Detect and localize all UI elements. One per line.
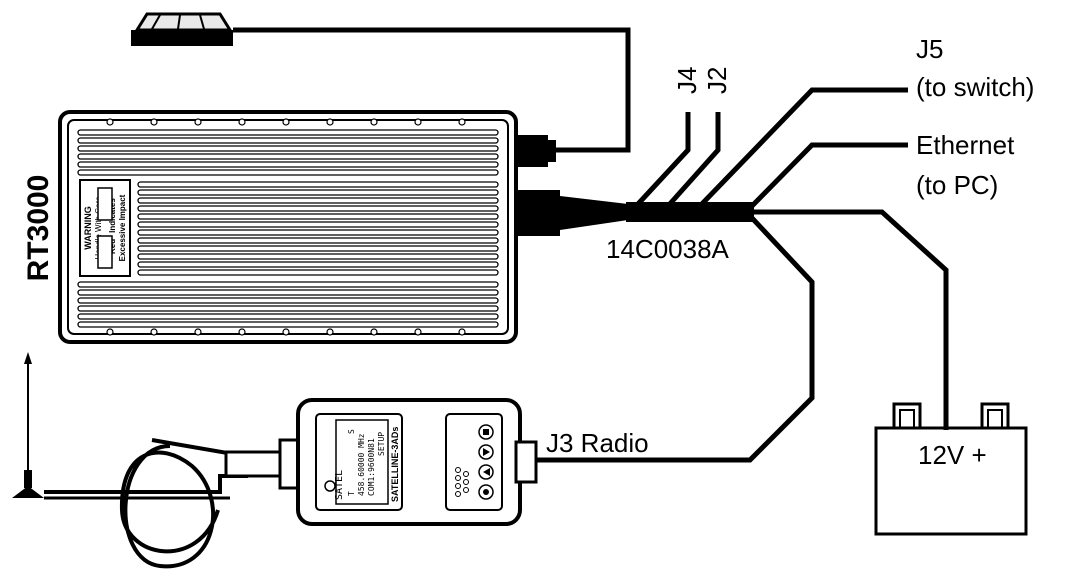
radio-antenna-cable — [43, 444, 248, 569]
radio-wire — [535, 216, 815, 463]
screw — [238, 118, 246, 126]
rt3000-title: RT3000 — [22, 175, 55, 282]
battery: 12V + — [874, 402, 1028, 536]
j5-wire — [696, 87, 908, 210]
warning-heading: WARNING — [83, 206, 93, 250]
j5-sublabel: (to switch) — [916, 72, 1034, 102]
screw — [194, 118, 202, 126]
fin — [137, 261, 499, 268]
fin — [77, 137, 499, 144]
screw — [282, 328, 290, 336]
fin — [77, 321, 499, 328]
j2-wire — [666, 112, 721, 208]
fin — [77, 281, 499, 288]
fin — [77, 313, 499, 320]
gps-antenna — [131, 12, 233, 46]
screw — [370, 118, 378, 126]
screw — [326, 118, 334, 126]
warning-line2: "Red" Indicates — [108, 198, 117, 258]
fin — [137, 237, 499, 244]
screw — [414, 328, 422, 336]
mounting-screws — [106, 118, 466, 336]
satel-radio-modem: SATEL S T 458.60000 MHz COM1:9600N81 SET… — [296, 398, 538, 526]
screw — [106, 328, 114, 336]
fin — [137, 197, 499, 204]
fin — [77, 169, 499, 176]
screw — [150, 118, 158, 126]
j2-label: J2 — [702, 67, 732, 94]
satel-logo-icon — [324, 480, 336, 492]
fin — [77, 305, 499, 312]
radio-antenna — [12, 352, 44, 498]
fin — [137, 213, 499, 220]
radio-display-frequency: 458.60000 MHz — [357, 433, 366, 496]
radio-brand: SATEL — [334, 470, 345, 500]
fin — [137, 205, 499, 212]
ethernet-sublabel: (to PC) — [916, 170, 998, 200]
fin — [137, 253, 499, 260]
warning-line3: Excessive Impact — [118, 194, 127, 261]
warning-line1: Handle With Care — [94, 196, 103, 260]
screw — [150, 328, 158, 336]
screw — [370, 328, 378, 336]
cooling-fins — [77, 129, 499, 328]
fin — [77, 297, 499, 304]
warning-label: WARNING Handle With Care "Red" Indicates… — [79, 179, 131, 277]
fin — [137, 181, 499, 188]
screw — [326, 328, 334, 336]
rt3000-unit: WARNING Handle With Care "Red" Indicates… — [58, 110, 628, 344]
radio-model: SATELLINE-3ADs — [390, 427, 400, 502]
radio-display-setup: SETUP — [377, 432, 386, 456]
gps-antenna-cable — [233, 27, 631, 153]
fin — [137, 229, 499, 236]
screw — [458, 328, 466, 336]
radio-display-com: COM1:9600N81 — [367, 438, 376, 496]
main-connector — [516, 190, 560, 236]
fin — [77, 129, 499, 136]
screw — [414, 118, 422, 126]
cable-part-number: 14C0038A — [606, 234, 730, 264]
radio-display-marker: T — [347, 491, 356, 496]
fin — [137, 189, 499, 196]
radio-control-panel — [445, 413, 503, 511]
fin — [77, 145, 499, 152]
ethernet-wire — [750, 142, 908, 208]
gps-connector — [516, 135, 548, 167]
screw — [282, 118, 290, 126]
ethernet-label: Ethernet — [916, 130, 1015, 160]
j3-radio-label: J3 Radio — [546, 428, 649, 458]
j4-wire — [636, 112, 691, 206]
fin — [137, 245, 499, 252]
fin — [137, 221, 499, 228]
radio-antenna-connector — [224, 450, 288, 478]
fin — [137, 269, 499, 276]
screw — [238, 328, 246, 336]
radio-display-signal: S — [347, 429, 356, 434]
radio-led-indicators — [455, 467, 469, 497]
fin — [77, 161, 499, 168]
fin — [77, 153, 499, 160]
main-cable-trunk — [626, 202, 754, 222]
j5-label: J5 — [916, 34, 943, 64]
battery-label: 12V + — [918, 440, 987, 470]
fin — [77, 289, 499, 296]
power-wire — [752, 209, 949, 425]
screw — [194, 328, 202, 336]
screw — [458, 118, 466, 126]
j4-label: J4 — [672, 67, 702, 94]
screw — [106, 118, 114, 126]
